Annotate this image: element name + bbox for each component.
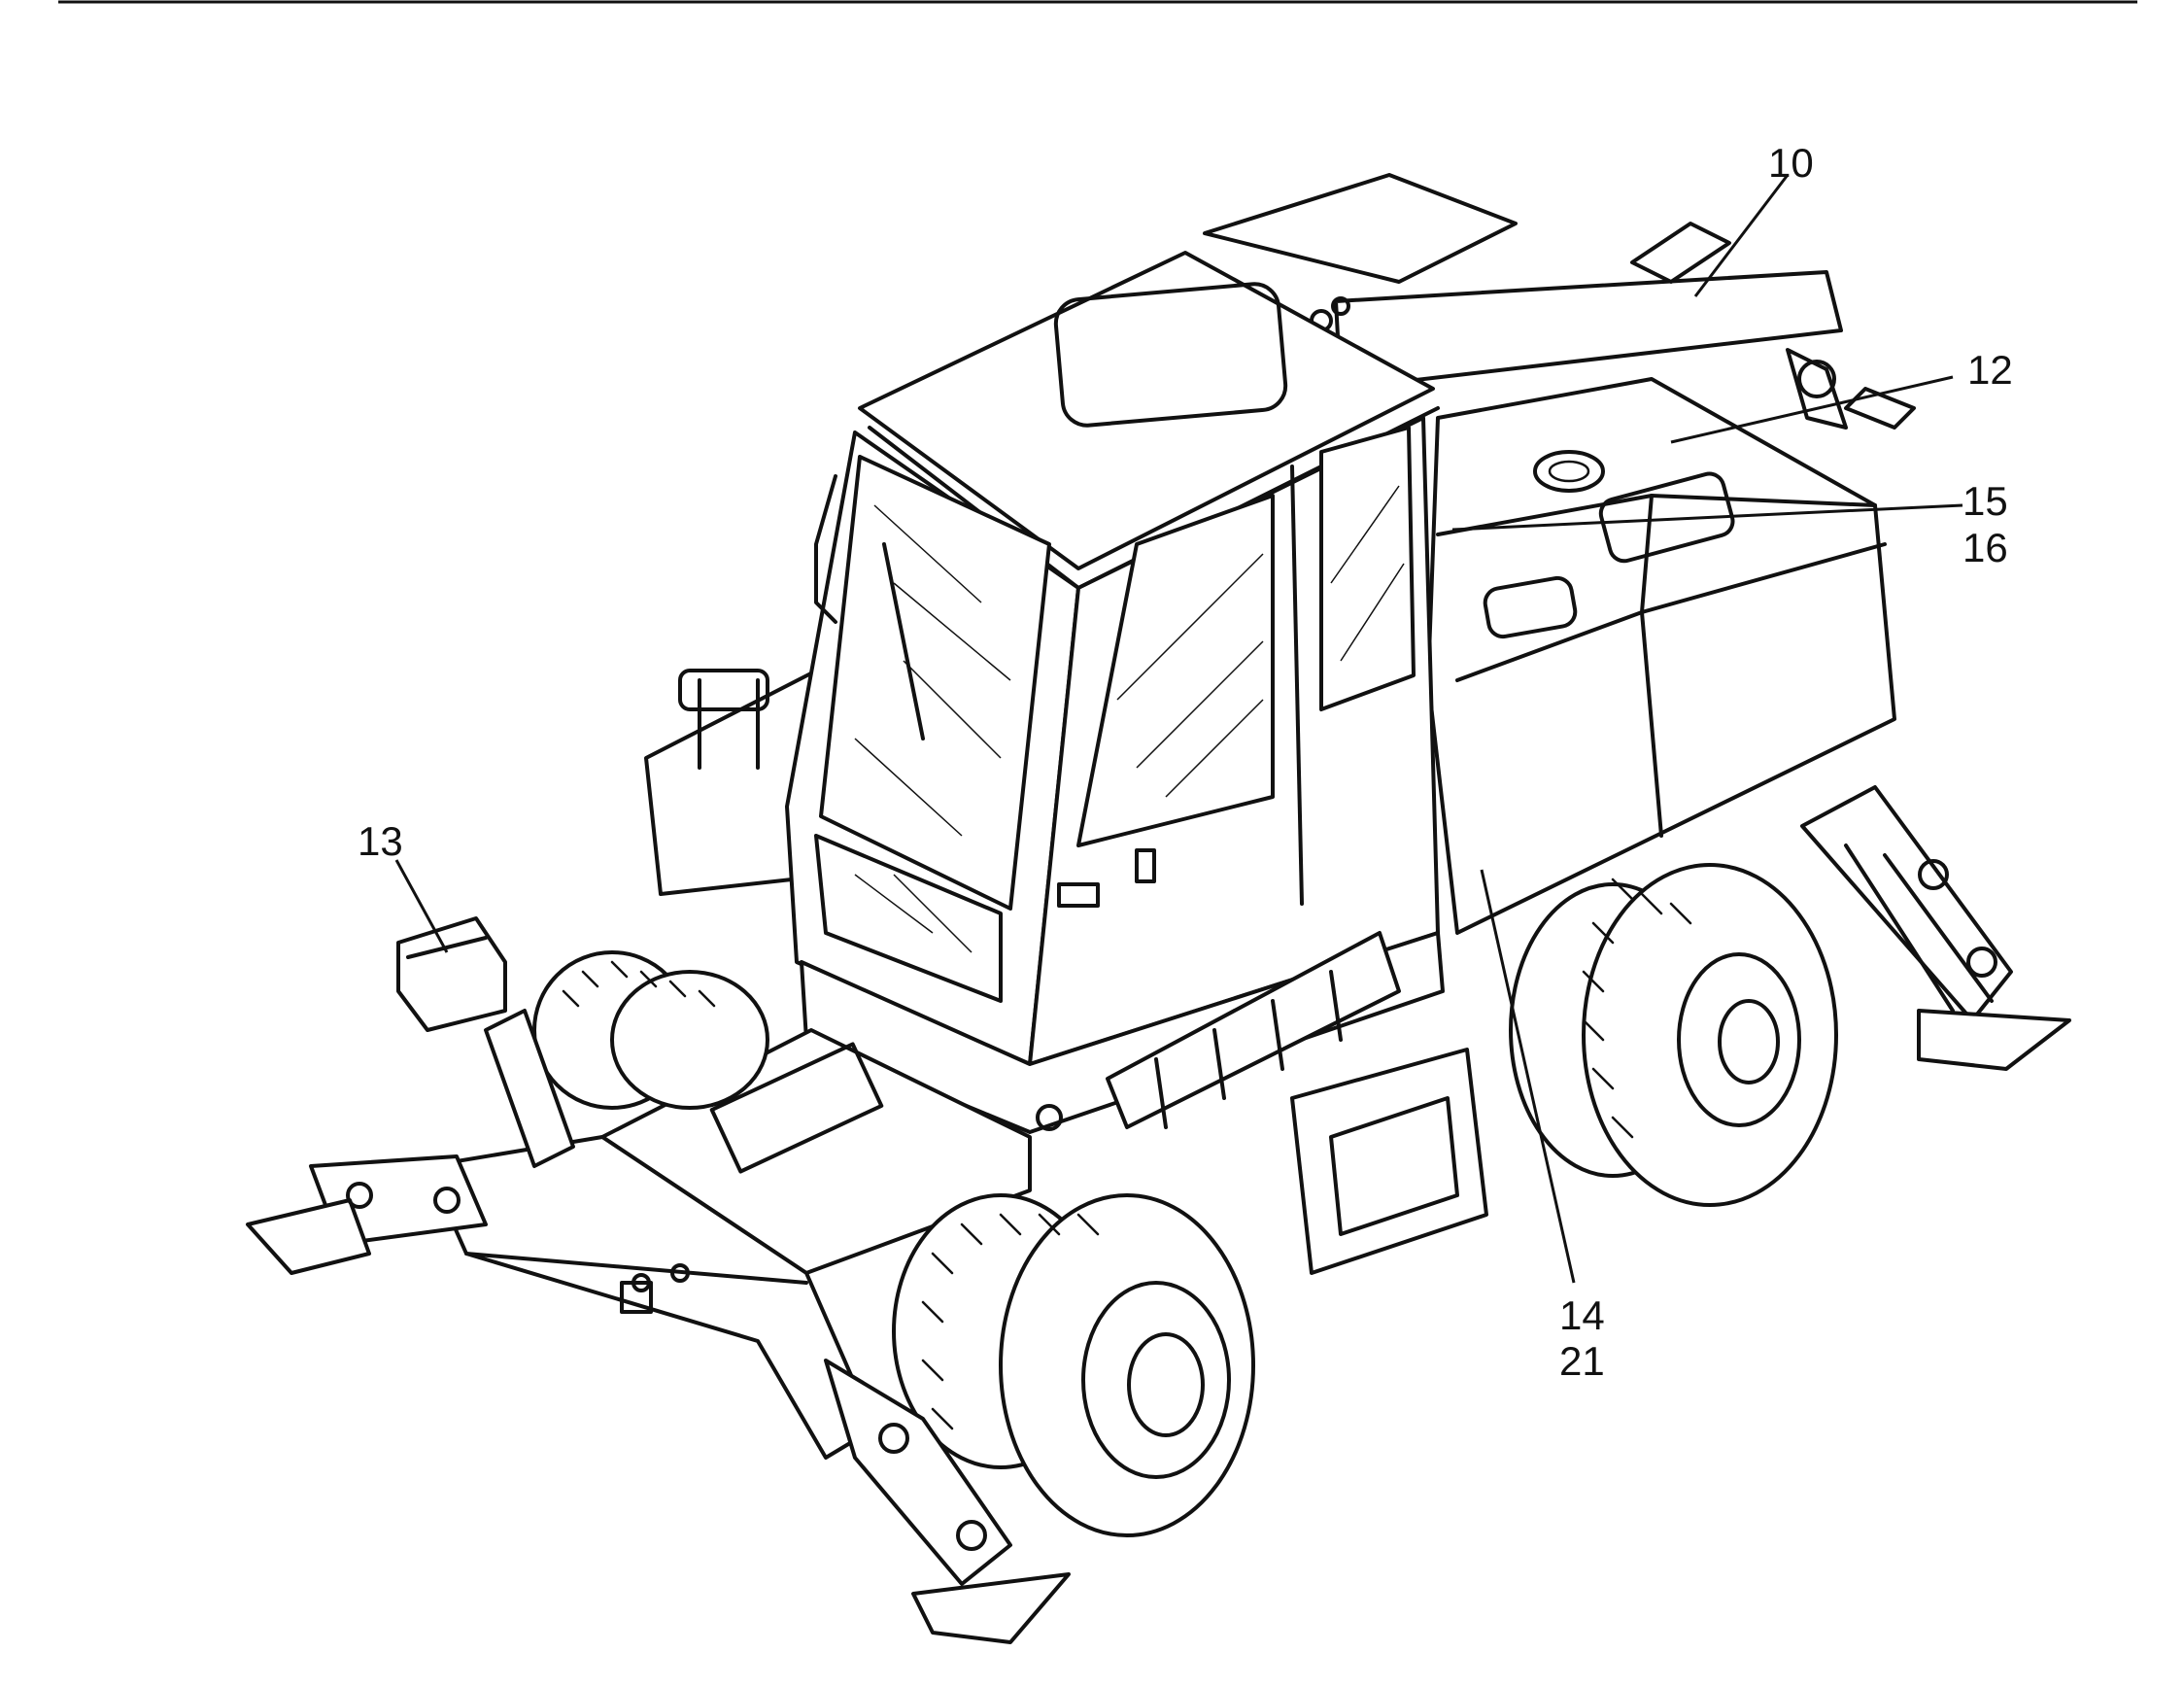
engine-housing — [1426, 377, 1916, 935]
callout-16: 16 — [1962, 525, 2008, 570]
rear-wheels — [1509, 863, 1838, 1207]
leader-13 — [394, 859, 449, 953]
callout-15: 15 — [1962, 478, 2008, 524]
leader-15-16 — [1451, 503, 1963, 532]
callout-21: 21 — [1559, 1338, 1605, 1384]
front-wheels-left — [532, 950, 769, 1110]
tool-box — [1290, 1048, 1488, 1275]
rear-outrigger — [1800, 785, 2071, 1071]
callout-14: 14 — [1559, 1292, 1605, 1338]
side-step — [1106, 931, 1401, 1129]
boom — [1203, 173, 1848, 430]
front-attachment-post — [396, 916, 575, 1168]
callout-12: 12 — [1967, 347, 2013, 393]
operator-cab — [785, 251, 1445, 1134]
leader-14-21 — [1480, 869, 1576, 1284]
callout-labels: 10 12 15 16 13 14 21 — [358, 140, 2013, 1384]
front-wheels-center — [892, 1193, 1255, 1537]
leader-12 — [1670, 375, 1954, 444]
leader-lines — [394, 174, 1963, 1284]
callout-10: 10 — [1768, 140, 1814, 186]
leader-10 — [1693, 174, 1790, 297]
front-left-outrigger — [246, 1154, 488, 1275]
callout-13: 13 — [358, 818, 403, 864]
front-right-outrigger — [824, 1359, 1071, 1644]
